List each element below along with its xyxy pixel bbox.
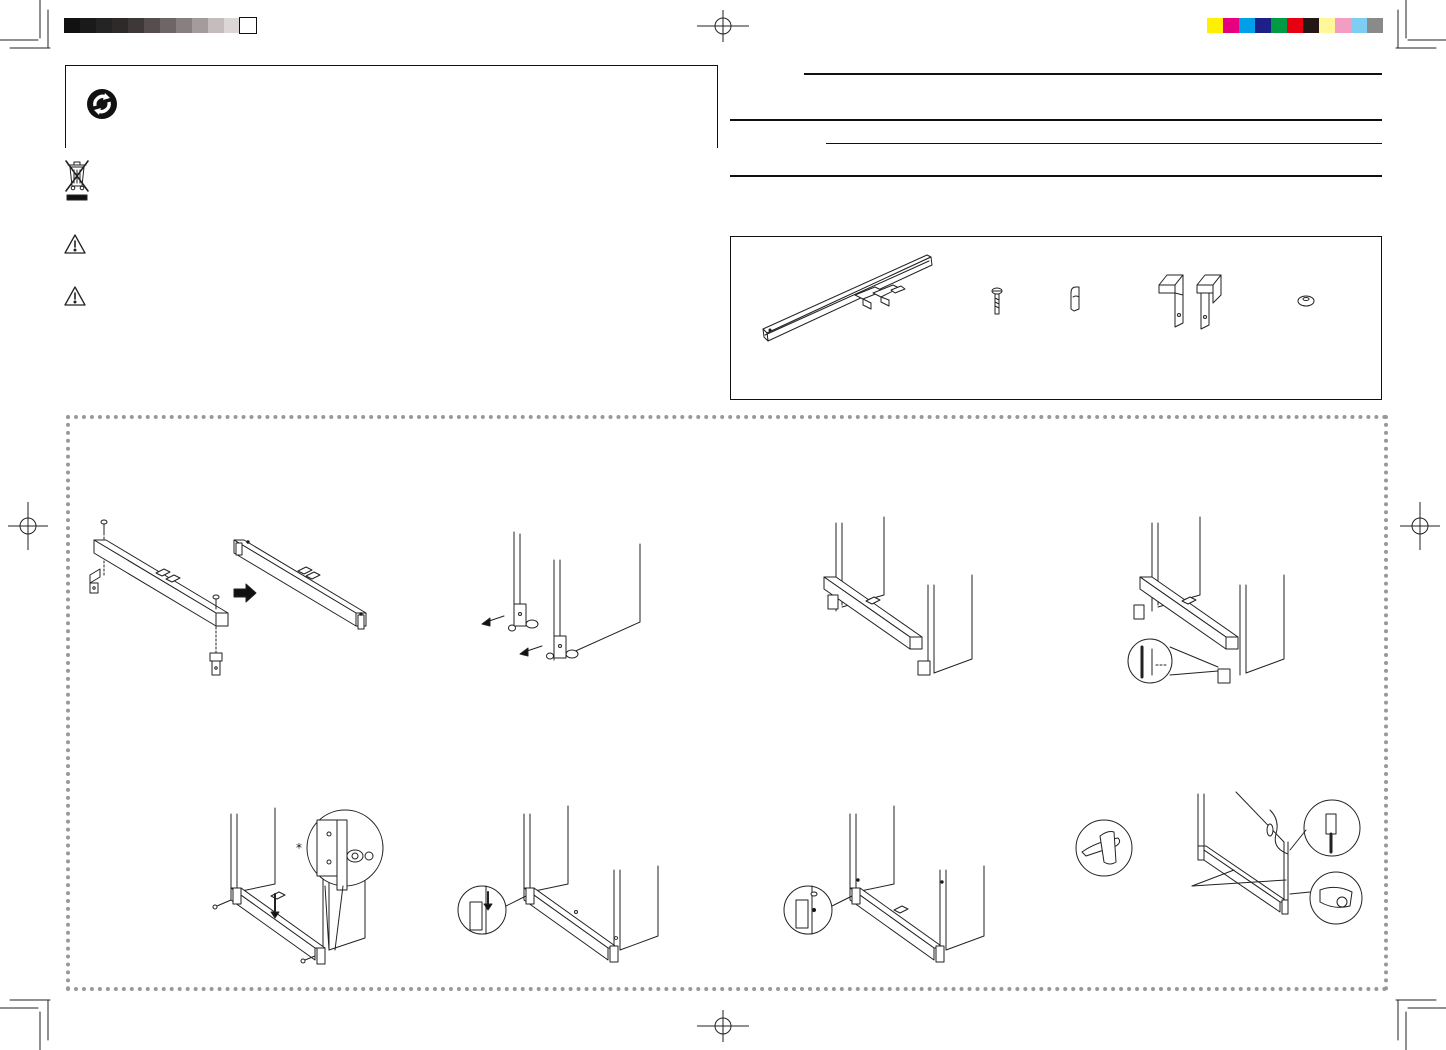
color-swatch: [1287, 18, 1303, 33]
step-1-bracket-assembly-figure: [89, 519, 367, 676]
color-swatch: [176, 18, 192, 33]
color-swatch: [208, 18, 224, 33]
header-rule: [730, 119, 1382, 121]
warning-triangle-icon: [64, 234, 86, 254]
color-swatch: [1271, 18, 1287, 33]
color-swatch: [80, 18, 96, 33]
step-7-attach-screws-figure: [783, 805, 985, 963]
registration-mark-top: [697, 10, 749, 42]
registration-mark-left: [8, 502, 48, 550]
step-6-insert-washer-figure: [457, 805, 659, 963]
color-swatch: [1255, 18, 1271, 33]
color-swatch: [1223, 18, 1239, 33]
color-swatch: [1303, 18, 1319, 33]
green-dot-recycle-icon: [87, 89, 117, 119]
cord-clip-part: [1070, 286, 1080, 312]
pedal-rail-part: [762, 254, 933, 342]
header-rule-thin: [826, 143, 1382, 144]
screw-part: [991, 287, 1003, 315]
color-swatch: [160, 18, 176, 33]
parts-illustration: [762, 254, 1315, 342]
recycling-info-box: [65, 65, 718, 148]
color-swatch: [1319, 18, 1335, 33]
color-swatch: [239, 17, 257, 34]
step-2-remove-caps-figure: [481, 531, 641, 661]
step-3-fit-rail-figure: [823, 516, 973, 676]
step-8-connect-cord-figure: [1075, 791, 1363, 925]
color-swatch: [1335, 18, 1351, 33]
color-swatch: [64, 18, 80, 33]
step-4-align-rail-figure: [1127, 516, 1285, 684]
washer-part: [1297, 295, 1315, 307]
color-swatch: [192, 18, 208, 33]
color-swatch: [144, 18, 160, 33]
color-swatch: [96, 18, 112, 33]
color-swatch: [1367, 18, 1383, 33]
warning-triangle-icon: [64, 286, 86, 306]
color-swatch: [1351, 18, 1367, 33]
header-rule: [730, 175, 1382, 177]
registration-mark-bottom: [697, 1010, 749, 1042]
bracket-parts: [1158, 274, 1222, 330]
color-swatch: [128, 18, 144, 33]
registration-mark-right: [1400, 502, 1440, 550]
asterisk-mark: *: [296, 841, 302, 855]
color-swatch: [112, 18, 128, 33]
header-rule: [804, 73, 1382, 75]
parts-list-box: [730, 236, 1382, 400]
assembly-steps-panel: [66, 415, 1388, 991]
crossed-bin-icon: [65, 160, 89, 201]
color-swatch: [224, 18, 240, 33]
step-5-screw-brackets-figure: [212, 807, 384, 965]
color-swatch: [1239, 18, 1255, 33]
color-swatch: [1207, 18, 1223, 33]
